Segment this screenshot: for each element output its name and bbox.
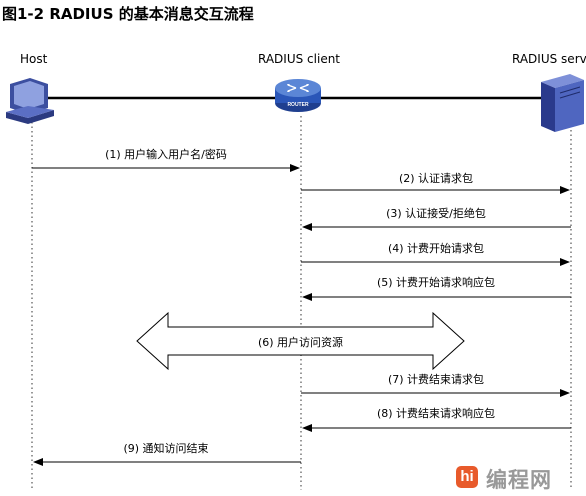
message-label-7: (7) 计费结束请求包 [387, 373, 485, 386]
message-label-1: (1) 用户输入用户名/密码 [105, 148, 227, 161]
watermark-text: 编程网 [486, 468, 552, 492]
message-label-8: (8) 计费结束请求响应包 [376, 407, 496, 420]
radius-server-label: RADIUS serv [512, 52, 586, 66]
message-label-4: (4) 计费开始请求包 [387, 242, 485, 255]
message-label-6: (6) 用户访问资源 [257, 336, 344, 349]
message-label-2: (2) 认证请求包 [398, 172, 474, 185]
figure-title: 图1-2 RADIUS 的基本消息交互流程 [2, 5, 254, 23]
router-icon: ROUTER [275, 79, 321, 112]
message-label-5: (5) 计费开始请求响应包 [376, 276, 496, 289]
router-device-label: ROUTER [287, 102, 309, 108]
radius-client-label: RADIUS client [258, 52, 341, 66]
resource-access-double-arrow [136, 311, 465, 371]
message-label-9: (9) 通知访问结束 [123, 442, 209, 455]
server-tower-icon [541, 74, 584, 132]
watermark-logo-icon: hi [456, 466, 478, 488]
message-label-3: (3) 认证接受/拒绝包 [386, 207, 486, 220]
host-computer-icon [6, 78, 54, 124]
host-label: Host [20, 52, 48, 66]
